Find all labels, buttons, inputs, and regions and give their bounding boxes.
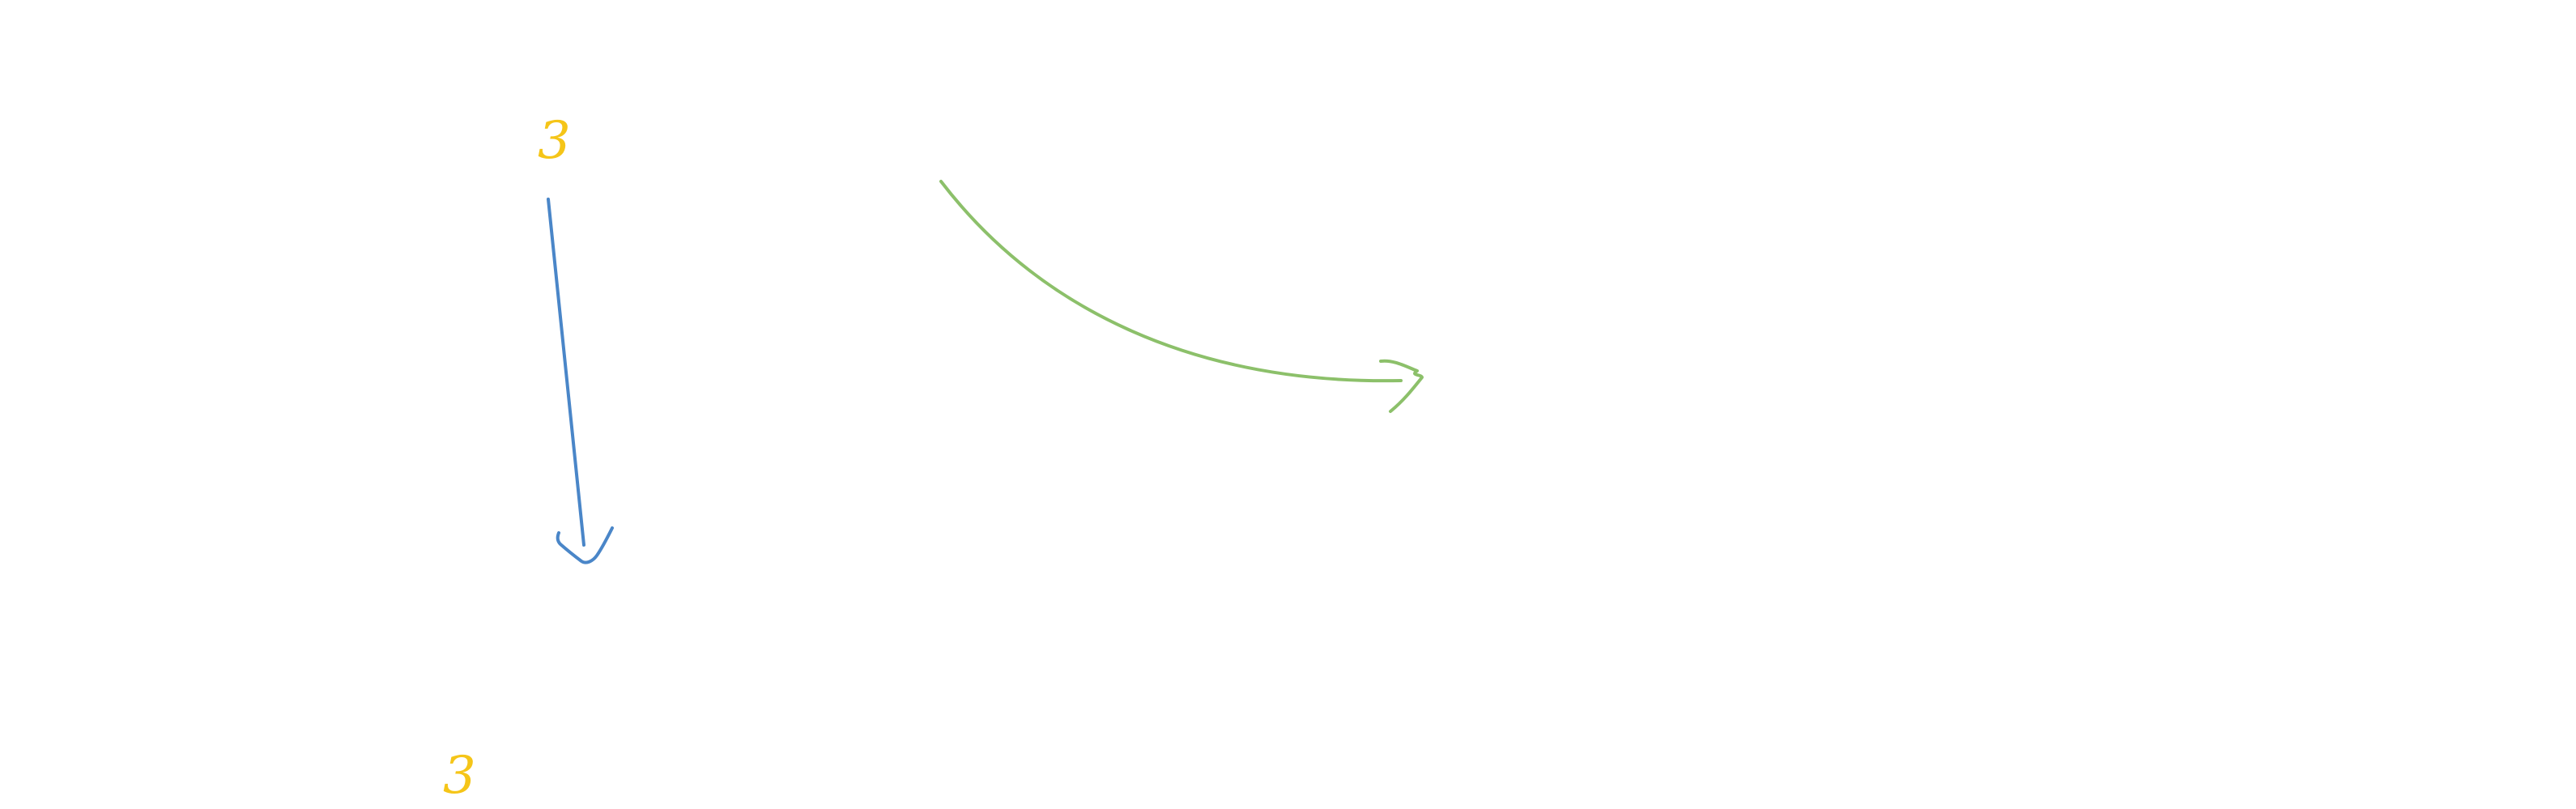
down-arrow [547,198,614,564]
curved-arrow [939,180,1424,413]
curved-arrow-shaft [939,180,1403,383]
curved-arrow-head [1379,359,1424,413]
down-arrow-shaft [547,198,585,547]
down-arrow-head [556,526,614,564]
